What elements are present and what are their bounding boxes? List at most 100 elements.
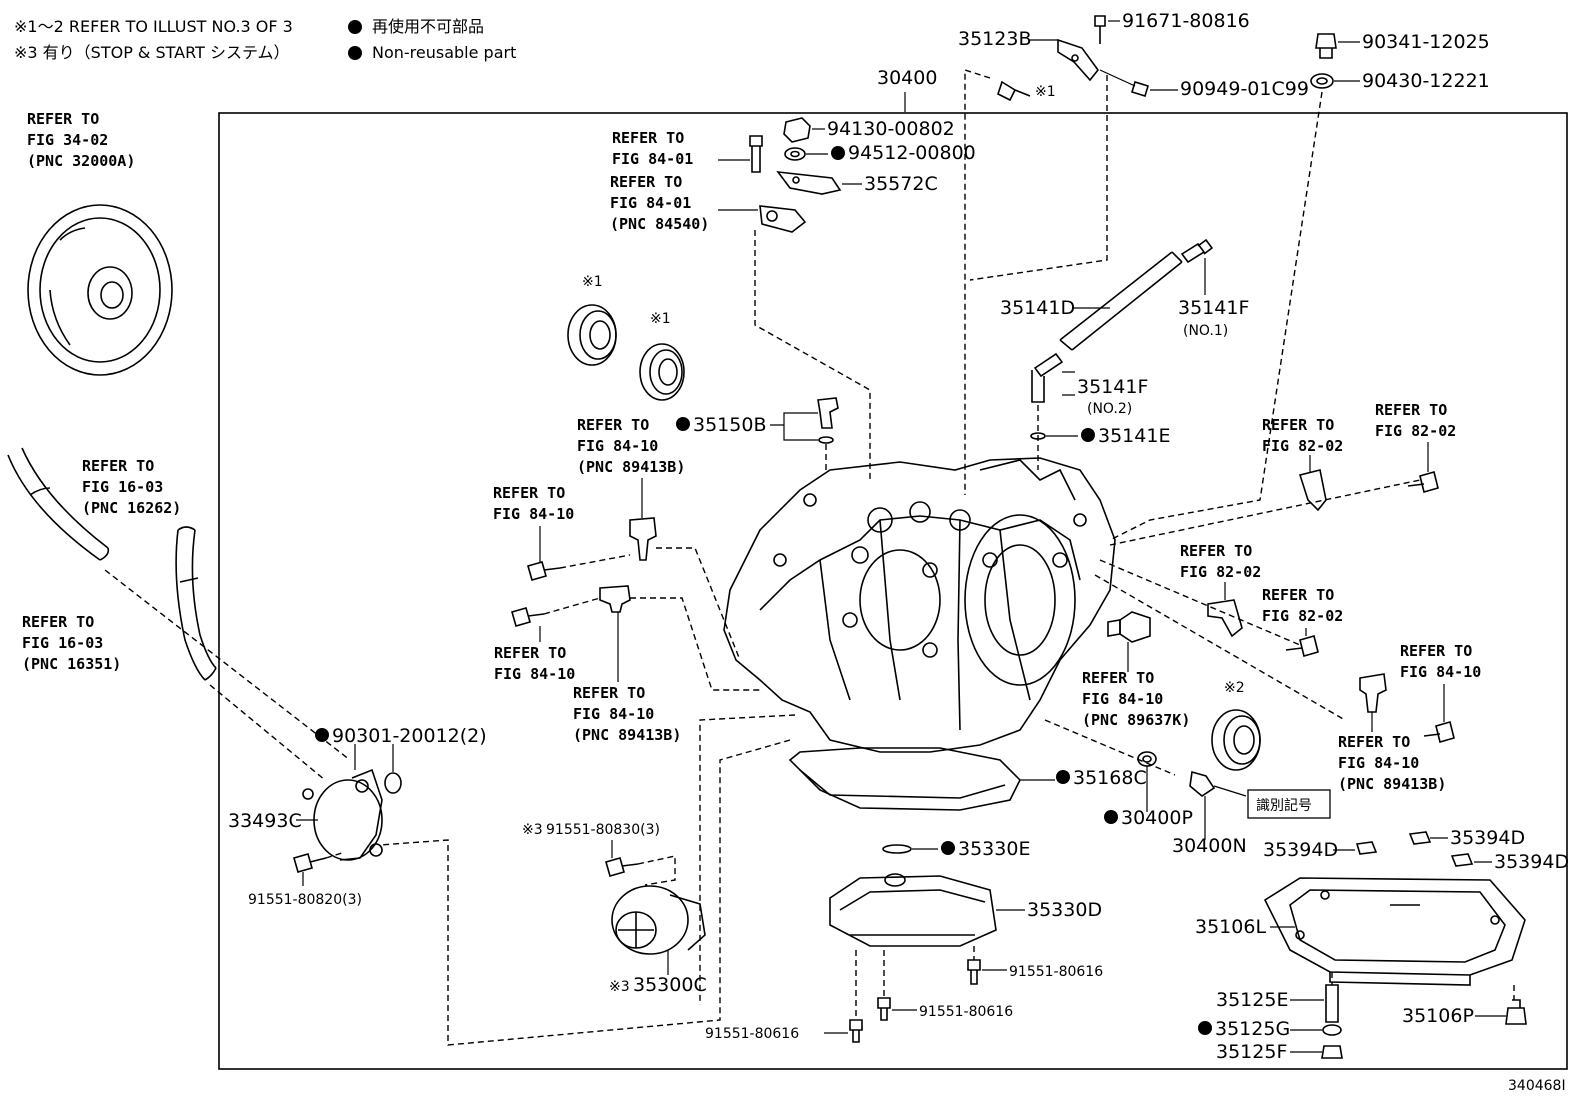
label-35106P: 35106P xyxy=(1402,1005,1474,1027)
label-35394D-b: 35394D xyxy=(1450,827,1525,849)
label-star3-bolt: ※3 xyxy=(522,822,543,838)
plug-icon xyxy=(1189,770,1216,797)
ref-8410d: REFER TO FIG 84-10 (PNC 89413B) xyxy=(573,684,681,744)
bolt-icon xyxy=(605,857,639,877)
svg-text:(PNC 16351): (PNC 16351) xyxy=(22,655,121,673)
label-91551-80616-a: 91551-80616 xyxy=(1009,964,1103,980)
svg-text:REFER TO: REFER TO xyxy=(22,613,94,631)
svg-text:REFER TO: REFER TO xyxy=(493,484,565,502)
ref-8410a: REFER TO FIG 84-10 (PNC 89413B) xyxy=(577,416,685,476)
oil-cooler-icon xyxy=(302,768,383,861)
svg-text:REFER TO: REFER TO xyxy=(573,684,645,702)
label-35106L: 35106L xyxy=(1195,916,1266,938)
bolt-icon xyxy=(749,135,763,173)
oil-seal-icon xyxy=(1211,709,1261,771)
svg-text:(PNC 89637K): (PNC 89637K) xyxy=(1082,711,1190,729)
sensor-plug-icon xyxy=(1107,611,1151,643)
svg-text:REFER TO: REFER TO xyxy=(494,644,566,662)
bolt-icon xyxy=(1285,635,1319,657)
svg-text:FIG 84-10: FIG 84-10 xyxy=(577,437,658,455)
illustration-code: 340468I xyxy=(1508,1078,1566,1094)
svg-text:FIG 82-02: FIG 82-02 xyxy=(1375,422,1456,440)
label-35394D-c: 35394D xyxy=(1494,851,1569,873)
svg-text:(PNC 32000A): (PNC 32000A) xyxy=(27,152,135,170)
legend-ja: 再使用不可部品 xyxy=(372,17,484,36)
non-reusable-dot-icon xyxy=(1081,428,1095,442)
speed-sensor-icon xyxy=(1359,673,1387,713)
label-35141D: 35141D xyxy=(1000,297,1075,319)
bolt-icon xyxy=(877,997,891,1021)
label-35141F-no2-sub: (NO.2) xyxy=(1087,401,1132,417)
ref-8202b: REFER TO FIG 82-02 xyxy=(1375,401,1456,440)
label-star2: ※2 xyxy=(1224,680,1245,696)
gasket-icon xyxy=(1310,73,1334,89)
bolt-icon xyxy=(527,561,561,581)
svg-text:FIG 84-10: FIG 84-10 xyxy=(494,665,575,683)
non-reusable-dot-icon xyxy=(1104,810,1118,824)
assembly-frame xyxy=(218,112,1568,1070)
label-35141F-no1: 35141F xyxy=(1178,297,1249,319)
bolt-icon xyxy=(1325,984,1339,1023)
clamp-icon xyxy=(1131,80,1149,98)
magnet-icon xyxy=(1355,841,1378,855)
ref-8410f: REFER TO FIG 84-10 xyxy=(1400,642,1481,681)
ref-8401b: REFER TO FIG 84-01 (PNC 84540) xyxy=(610,173,709,233)
label-90301-20012: 90301-20012(2) xyxy=(332,725,487,747)
magnet-icon xyxy=(1450,853,1474,867)
svg-text:REFER TO: REFER TO xyxy=(27,110,99,128)
svg-text:(PNC 16262): (PNC 16262) xyxy=(82,499,181,517)
label-90949-01C99: 90949-01C99 xyxy=(1180,78,1309,100)
label-30400P: 30400P xyxy=(1121,807,1193,829)
svg-text:FIG 34-02: FIG 34-02 xyxy=(27,131,108,149)
svg-text:(PNC 89413B): (PNC 89413B) xyxy=(1338,775,1446,793)
nut-icon xyxy=(1321,1045,1343,1059)
label-90430-12221: 90430-12221 xyxy=(1362,70,1490,92)
label-star1-seal1: ※1 xyxy=(582,274,603,290)
label-35150B: 35150B xyxy=(693,414,766,436)
label-30400: 30400 xyxy=(877,67,937,89)
oil-seal-icon xyxy=(567,304,617,366)
label-35123B: 35123B xyxy=(958,28,1031,50)
o-ring-icon xyxy=(384,772,402,794)
bracket-35572C-icon xyxy=(776,171,842,195)
svg-text:FIG 84-10: FIG 84-10 xyxy=(1400,663,1481,681)
label-90341-12025: 90341-12025 xyxy=(1362,31,1490,53)
label-30400N: 30400N xyxy=(1172,835,1247,857)
non-reusable-dot-icon xyxy=(941,841,955,855)
bracket-icon xyxy=(1298,469,1327,512)
header-notes: ※1～2 REFER TO ILLUST NO.3 OF 3 ※3 有り（STO… xyxy=(14,17,516,62)
ref-8202d: REFER TO FIG 82-02 xyxy=(1262,586,1343,625)
bolt-icon xyxy=(1407,471,1439,493)
svg-text:FIG 84-10: FIG 84-10 xyxy=(493,505,574,523)
label-35330D: 35330D xyxy=(1027,899,1102,921)
magnet-icon xyxy=(1408,831,1432,845)
label-94512-00800: 94512-00800 xyxy=(848,142,976,164)
label-35125F: 35125F xyxy=(1216,1041,1287,1063)
ref-8410g: REFER TO FIG 84-10 (PNC 89413B) xyxy=(1338,733,1446,793)
bolt-icon xyxy=(1423,721,1455,743)
bolt-icon xyxy=(511,607,545,627)
label-35394D-a: 35394D xyxy=(1263,839,1338,861)
ref-8410e: REFER TO FIG 84-10 (PNC 89637K) xyxy=(1082,669,1190,729)
ref-8401a: REFER TO FIG 84-01 xyxy=(612,129,693,168)
label-35168C: 35168C xyxy=(1073,767,1147,789)
label-35125G: 35125G xyxy=(1215,1018,1290,1040)
oil-tube-icon xyxy=(1059,238,1214,351)
label-35141E: 35141E xyxy=(1098,425,1170,447)
oil-hose-icon xyxy=(7,447,217,681)
oil-pan-icon xyxy=(1263,877,1526,986)
label-35141F-no2: 35141F xyxy=(1077,376,1148,398)
label-91671-80816: 91671-80816 xyxy=(1122,10,1250,32)
bracket-35123B-icon xyxy=(1057,38,1100,82)
svg-text:REFER TO: REFER TO xyxy=(1400,642,1472,660)
non-reusable-dot-icon xyxy=(1056,770,1070,784)
ref-hose2: REFER TO FIG 16-03 (PNC 16351) xyxy=(22,613,121,673)
non-reusable-dot-icon xyxy=(676,417,690,431)
label-33493C: 33493C xyxy=(228,810,302,832)
svg-text:FIG 84-10: FIG 84-10 xyxy=(573,705,654,723)
svg-text:REFER TO: REFER TO xyxy=(577,416,649,434)
svg-text:FIG 82-02: FIG 82-02 xyxy=(1180,563,1261,581)
label-91551-80830: 91551-80830(3) xyxy=(546,822,660,838)
svg-text:REFER TO: REFER TO xyxy=(1180,542,1252,560)
